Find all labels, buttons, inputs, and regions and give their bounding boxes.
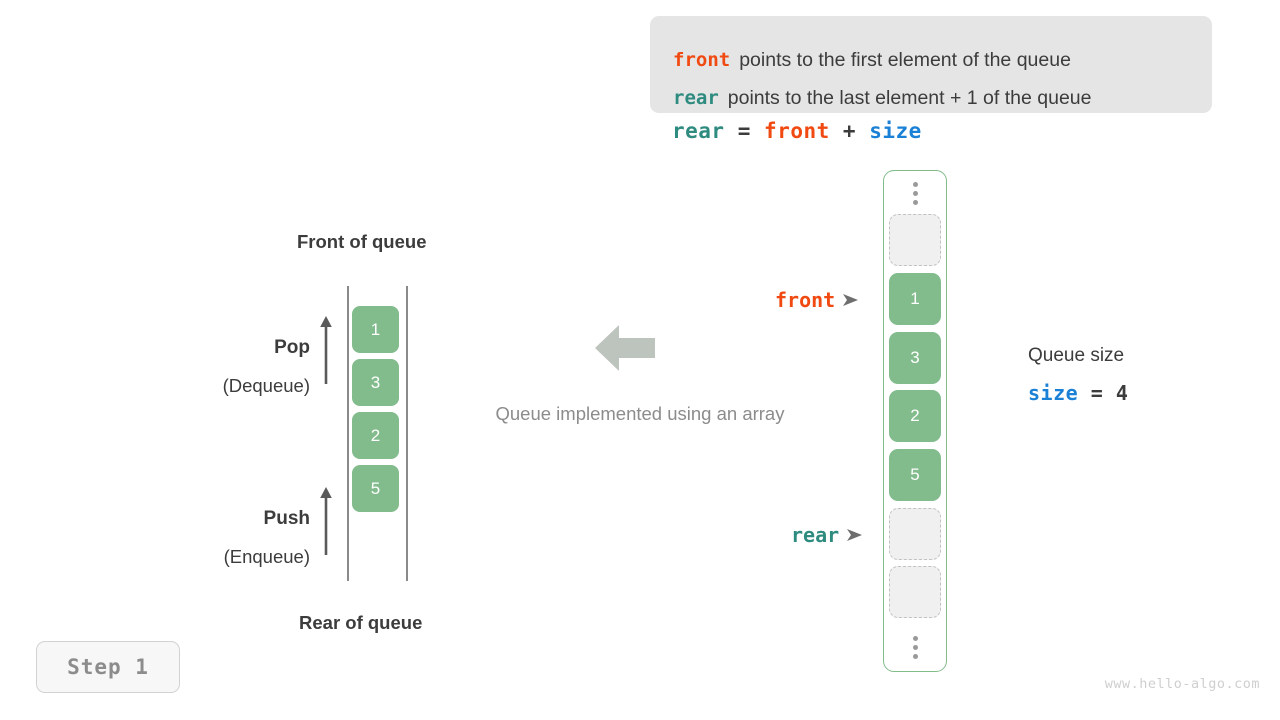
label-rear-of-queue: Rear of queue: [299, 612, 423, 633]
step-badge: Step 1: [36, 641, 180, 693]
pop-sublabel: (Dequeue): [222, 375, 310, 396]
queue-cell: 3: [352, 359, 399, 406]
ellipsis-icon: [889, 176, 941, 210]
keyword-rear: rear: [673, 87, 719, 109]
queue-size-expression: size = 4: [1028, 381, 1128, 405]
note-front-text: points to the first element of the queue: [739, 49, 1071, 71]
size-variable: size: [1028, 381, 1079, 405]
note-line-front: front points to the first element of the …: [673, 49, 1071, 72]
array-slot-filled: 3: [889, 332, 941, 384]
pointer-front: front: [775, 288, 859, 312]
array-slot-empty: [889, 508, 941, 560]
pointer-rear-label: rear: [791, 523, 840, 547]
queue-cell: 2: [352, 412, 399, 459]
definition-note-box: front points to the first element of the …: [650, 16, 1212, 113]
array-slot-filled: 5: [889, 449, 941, 501]
queue-rail-left: [347, 286, 349, 581]
size-value: 4: [1115, 381, 1129, 405]
arrow-left-icon: [595, 325, 655, 371]
array-slot-empty: [889, 214, 941, 266]
pointer-rear: rear: [791, 523, 863, 547]
ellipsis-icon: [889, 630, 941, 664]
arrow-up-icon: [320, 487, 332, 555]
note-rear-text: points to the last element + 1 of the qu…: [727, 87, 1092, 109]
queue-size-title: Queue size: [1028, 345, 1125, 366]
pop-label: Pop: [274, 337, 310, 358]
keyword-front: front: [673, 49, 731, 71]
formula-equals: =: [737, 119, 751, 143]
arrow-up-icon: [320, 316, 332, 384]
formula-rhs-size: size: [869, 119, 922, 143]
formula-rear-equals-front-plus-size: rear = front + size: [672, 119, 922, 143]
queue-cell: 1: [352, 306, 399, 353]
note-line-rear: rear points to the last element + 1 of th…: [673, 87, 1091, 110]
queue-rail-right: [406, 286, 408, 581]
watermark: www.hello-algo.com: [1104, 676, 1260, 692]
size-equals: =: [1090, 381, 1104, 405]
arrow-right-icon: [847, 529, 863, 541]
array-slot-filled: 1: [889, 273, 941, 325]
push-sublabel: (Enqueue): [223, 546, 310, 567]
array-slot-empty: [889, 566, 941, 618]
pointer-front-label: front: [775, 288, 836, 312]
formula-lhs: rear: [672, 119, 725, 143]
label-front-of-queue: Front of queue: [297, 231, 427, 252]
center-caption: Queue implemented using an array: [495, 403, 785, 424]
arrow-right-icon: [843, 294, 859, 306]
array-slot-filled: 2: [889, 390, 941, 442]
queue-cell: 5: [352, 465, 399, 512]
formula-rhs-front: front: [764, 119, 830, 143]
push-label: Push: [263, 508, 310, 529]
formula-plus: +: [842, 119, 857, 143]
